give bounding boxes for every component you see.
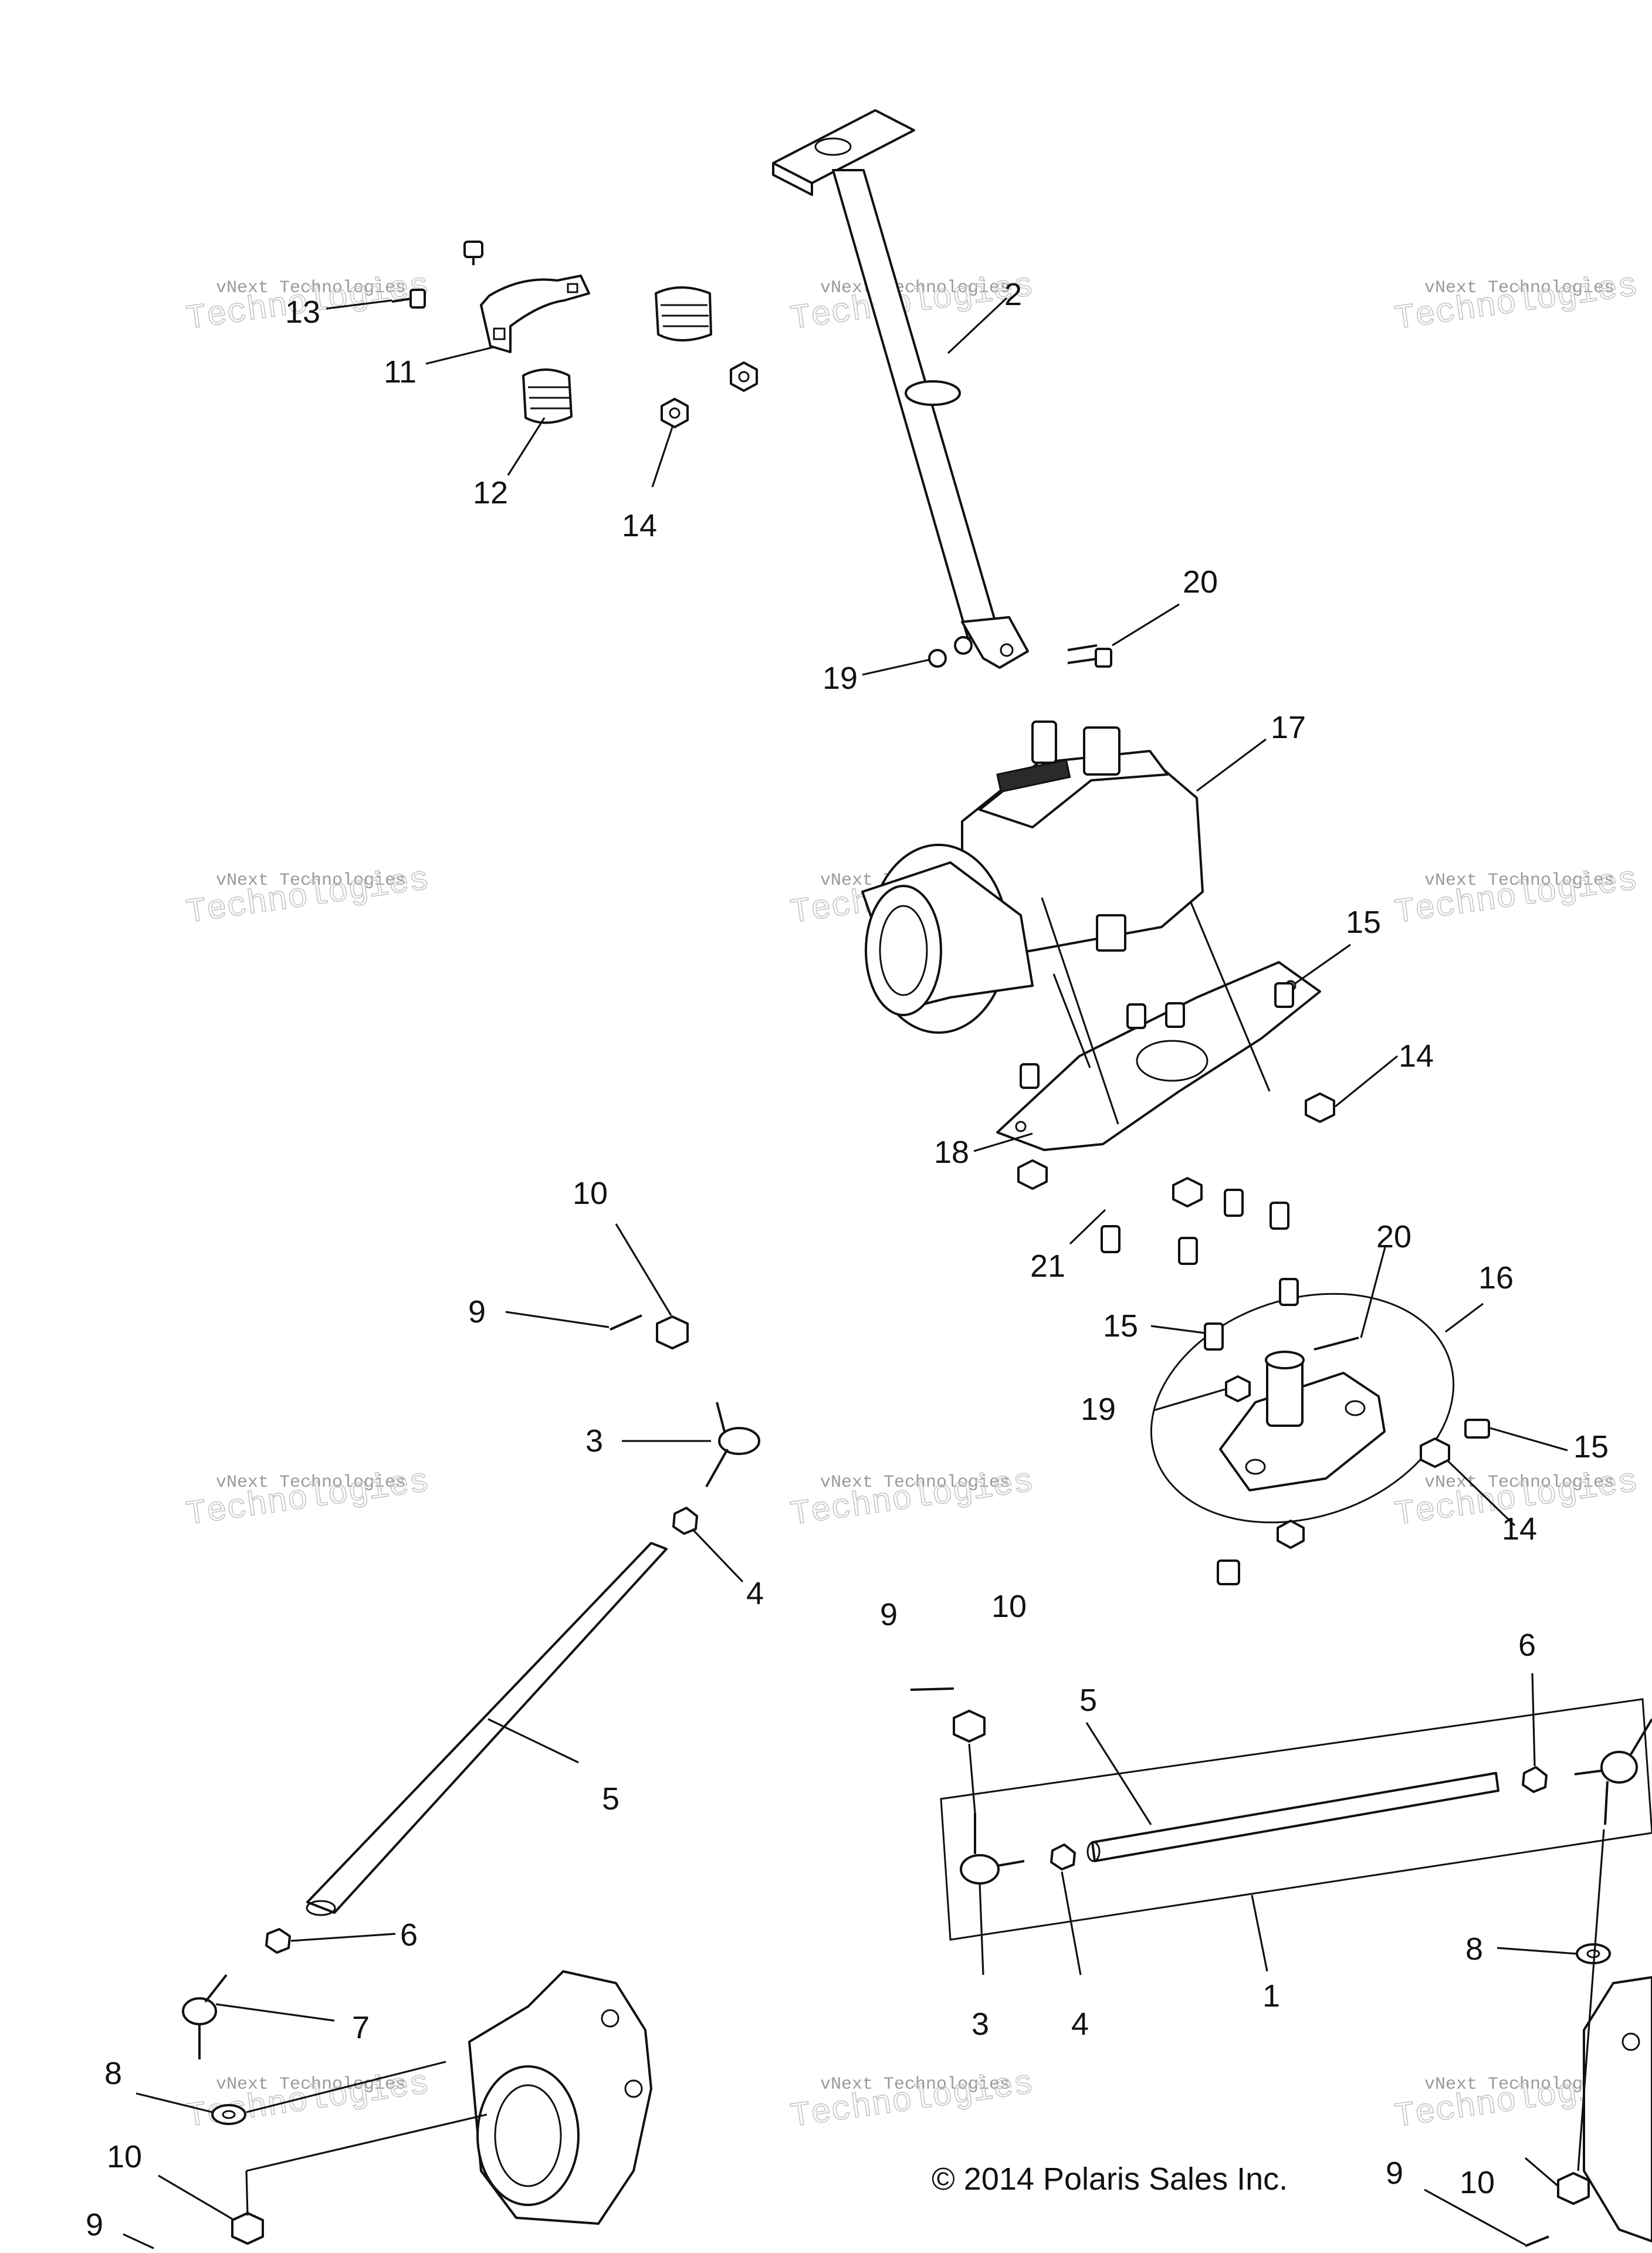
watermark-bottom-center: vNext Technologies Technologies <box>788 2065 1037 2137</box>
flange-bolts-part <box>1020 982 1294 1265</box>
watermark-top-right: vNext Technologies Technologies <box>1392 267 1641 340</box>
tie-rod-end-3-left-part <box>705 1402 760 1487</box>
jam-nut-4-left-part <box>672 1507 698 1535</box>
jam-nut-4-right-part <box>1050 1843 1076 1870</box>
flange-nuts-part <box>1017 1092 1335 1207</box>
callout-13: 13 <box>285 295 320 330</box>
callout-16: 16 <box>1478 1260 1514 1295</box>
washer-8-left-part <box>211 2104 246 2125</box>
callout-19-bracket: 19 <box>1081 1392 1116 1427</box>
tie-rod-assembly-1-box-part <box>940 1698 1652 1941</box>
callout-numbers: 13 11 12 14 2 20 19 17 15 14 18 21 10 9 … <box>86 277 1609 2242</box>
cotter-pin-9-left-part <box>610 1314 642 1331</box>
tie-rod-5-left-part <box>306 1542 668 1916</box>
jam-nut-6-right-part <box>1522 1766 1548 1793</box>
castle-nut-10-lower-left-part <box>231 2212 264 2245</box>
castle-nut-10-left-part <box>656 1315 689 1349</box>
svg-text:vNext Technologies: vNext Technologies <box>216 1473 406 1493</box>
callout-19-top: 19 <box>822 661 858 696</box>
clamp-11-part <box>480 275 590 353</box>
callout-8-left: 8 <box>104 2056 122 2091</box>
mounting-plate-18-part <box>996 961 1321 1151</box>
svg-text:vNext Technologies: vNext Technologies <box>820 1473 1010 1493</box>
callout-10-left: 10 <box>573 1176 608 1211</box>
jam-nut-6-left-part <box>265 1928 291 1954</box>
nut-upper-part <box>730 361 758 392</box>
cotter-pin-9-right-part <box>910 1687 954 1691</box>
svg-text:vNext Technologies: vNext Technologies <box>216 2075 406 2095</box>
callout-2: 2 <box>1004 277 1022 312</box>
callout-10-right: 10 <box>991 1589 1027 1624</box>
svg-text:vNext Technologies: vNext Technologies <box>1424 1473 1614 1493</box>
svg-text:vNext Technologies: vNext Technologies <box>216 278 406 298</box>
nut-14-top-part <box>661 398 689 428</box>
watermark-lower-center: vNext Technologies Technologies <box>788 1463 1037 1535</box>
callout-21: 21 <box>1030 1249 1065 1284</box>
nut-19-top-part <box>928 636 973 668</box>
tie-rod-end-right-part <box>1574 1718 1652 1825</box>
callout-10-lower-left: 10 <box>107 2139 142 2174</box>
watermark-mid-right: vNext Technologies Technologies <box>1392 861 1641 933</box>
svg-text:vNext Technologies: vNext Technologies <box>820 2075 1010 2095</box>
power-steering-unit-part <box>861 720 1204 1034</box>
callout-12: 12 <box>473 475 508 510</box>
svg-text:vNext Technologies: vNext Technologies <box>1424 871 1614 891</box>
bolt-20-top-part <box>1067 644 1112 668</box>
callout-17: 17 <box>1271 710 1306 745</box>
castle-nut-10-right-part <box>953 1710 986 1743</box>
callout-3-right: 3 <box>971 2007 989 2042</box>
callout-14-top: 14 <box>622 508 657 543</box>
tie-rod-end-3-right-part <box>960 1813 1025 1885</box>
steering-knuckle-right-part <box>1583 1976 1652 2242</box>
callout-6-right: 6 <box>1518 1628 1536 1663</box>
callout-9-lower-left: 9 <box>86 2207 103 2242</box>
callout-7: 7 <box>352 2010 370 2045</box>
callout-14-bracket: 14 <box>1502 1511 1537 1547</box>
callout-9-lower-right: 9 <box>1386 2156 1403 2191</box>
callout-4-left: 4 <box>746 1576 764 1611</box>
tie-rod-end-7-left-part <box>182 1974 228 2059</box>
callout-18: 18 <box>934 1135 969 1170</box>
callout-3-left: 3 <box>585 1423 603 1459</box>
bushing-upper-part <box>655 286 712 341</box>
watermark-mid-left: vNext Technologies Technologies <box>184 861 432 933</box>
bolt-13-part <box>391 289 426 309</box>
bushing-12-part <box>522 368 573 424</box>
callout-20-top: 20 <box>1183 564 1218 600</box>
cotter-pin-9-lower-right-part <box>1525 2235 1549 2247</box>
bolt-small-part <box>463 241 483 265</box>
svg-text:vNext Technologies: vNext Technologies <box>820 278 1010 298</box>
callout-20-bracket: 20 <box>1376 1219 1411 1254</box>
callout-14-mid: 14 <box>1399 1038 1434 1074</box>
svg-text:vNext Technologies: vNext Technologies <box>216 871 406 891</box>
callout-5-left: 5 <box>602 1781 620 1816</box>
callout-10-lower-right: 10 <box>1460 2165 1495 2200</box>
castle-nut-10-lower-right-part <box>1557 2172 1590 2205</box>
steering-bracket-16-part <box>1150 1293 1455 1524</box>
watermark-top-center: vNext Technologies Technologies <box>788 267 1037 340</box>
callout-1: 1 <box>1262 1978 1280 2014</box>
bracket-bolts-part <box>1204 1278 1490 1585</box>
steering-knuckle-left-part <box>468 1970 652 2225</box>
callout-9-left: 9 <box>468 1294 486 1330</box>
svg-text:vNext Technologies: vNext Technologies <box>1424 278 1614 298</box>
steering-column-part <box>772 109 1029 669</box>
callout-6-left: 6 <box>400 1917 418 1953</box>
callout-4-right: 4 <box>1071 2007 1089 2042</box>
leader-lines <box>123 297 1605 2249</box>
tie-rod-5-right-part <box>1086 1772 1499 1862</box>
callout-15-bracket-left: 15 <box>1103 1308 1138 1344</box>
callout-11: 11 <box>384 354 417 390</box>
callout-9-right: 9 <box>880 1597 898 1632</box>
callout-5-right: 5 <box>1079 1683 1097 1718</box>
callout-15-bracket-right: 15 <box>1573 1429 1609 1464</box>
watermark-lower-left: vNext Technologies Technologies <box>184 1463 432 1535</box>
copyright-text: © 2014 Polaris Sales Inc. <box>932 2161 1288 2197</box>
callout-8-right: 8 <box>1465 1931 1483 1967</box>
callout-15-top: 15 <box>1346 905 1381 940</box>
